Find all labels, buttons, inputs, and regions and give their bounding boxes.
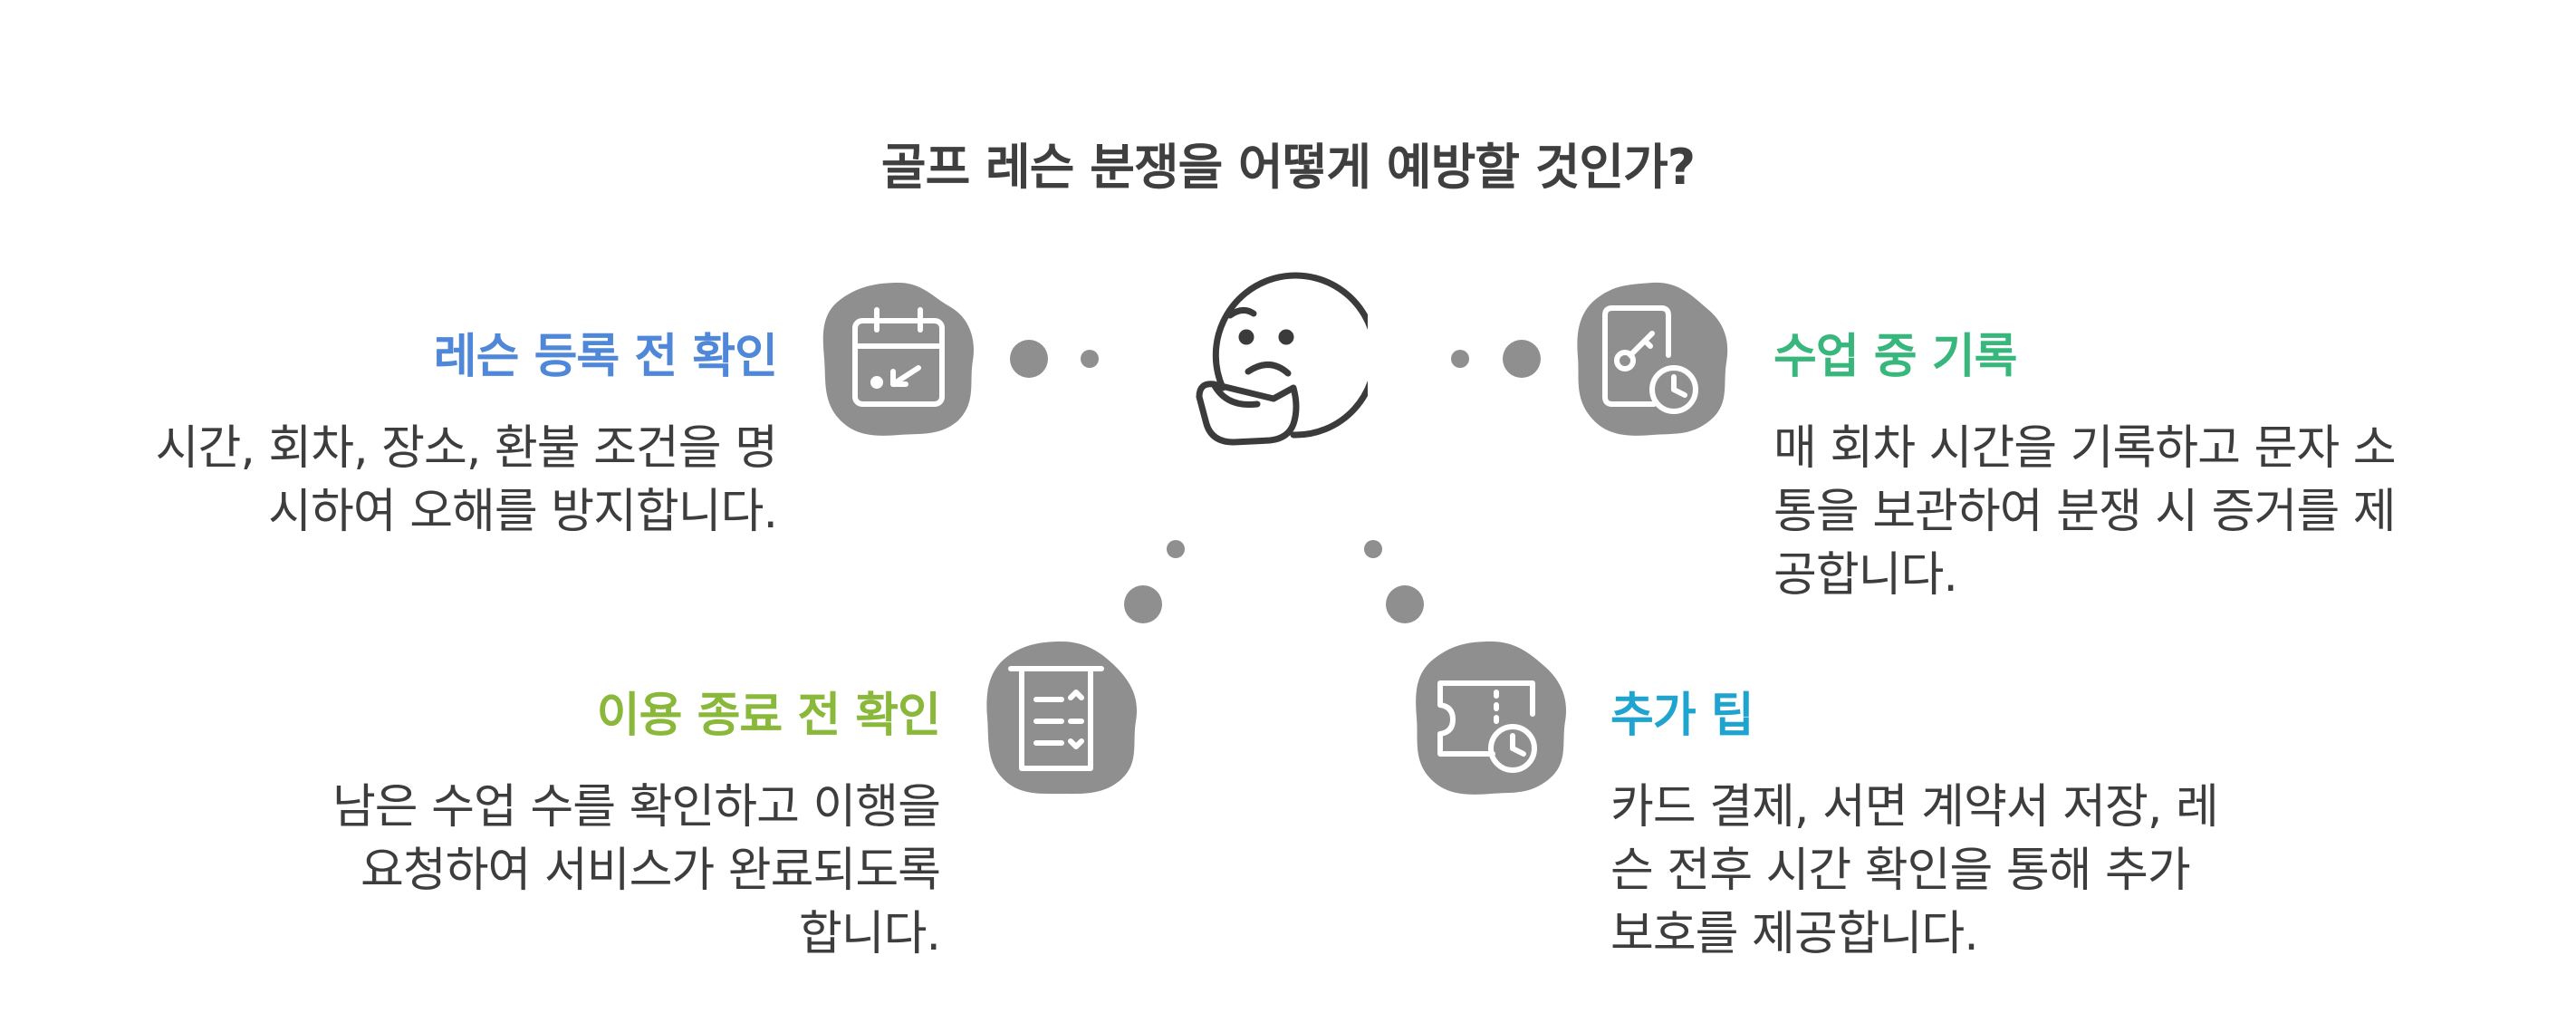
item-extra-tips: 추가 팁 카드 결제, 서면 계약서 저장, 레 슨 전후 시간 확인을 통해 … — [1610, 687, 2353, 966]
thinking-face-icon — [1196, 272, 1368, 446]
connector-dot — [1124, 585, 1162, 623]
receipt-list-icon — [1008, 666, 1104, 771]
item-text: 시간, 회차, 장소, 환불 조건을 명 시하여 오해를 방지합니다. — [155, 421, 778, 539]
calendar-blob — [822, 283, 974, 436]
phone-clock-icon — [1602, 305, 1698, 414]
receipt-blob — [986, 642, 1138, 795]
item-heading: 이용 종료 전 확인 — [596, 689, 941, 743]
ticket-blob — [1416, 642, 1567, 795]
diagram-title: 골프 레슨 분쟁을 어떻게 예방할 것인가? — [880, 139, 1696, 196]
item-text: 카드 결제, 서면 계약서 저장, 레 슨 전후 시간 확인을 통해 추가 보호… — [1610, 780, 2219, 961]
item-heading: 레슨 등록 전 확인 — [433, 330, 778, 384]
calendar-check-icon — [852, 307, 945, 407]
connector-dot — [1081, 350, 1099, 368]
item-text: 매 회차 시간을 기록하고 문자 소 통을 보관하여 분쟁 시 증거를 제 공합… — [1773, 421, 2397, 603]
item-completion: 이용 종료 전 확인 남은 수업 수를 확인하고 이행을 요청하여 서비스가 완… — [216, 687, 941, 966]
connector-dot — [1010, 340, 1048, 378]
connector-dot — [1451, 350, 1469, 368]
connector-dot — [1167, 540, 1185, 558]
item-heading: 추가 팁 — [1610, 689, 1754, 743]
ticket-clock-icon — [1437, 680, 1537, 773]
connector-dot — [1503, 340, 1541, 378]
connector-dot — [1386, 585, 1424, 623]
item-text: 남은 수업 수를 확인하고 이행을 요청하여 서비스가 완료되도록 합니다. — [332, 780, 941, 961]
item-recording: 수업 중 기록 매 회차 시간을 기록하고 문자 소 통을 보관하여 분쟁 시 … — [1773, 328, 2516, 607]
item-registration: 레슨 등록 전 확인 시간, 회차, 장소, 환불 조건을 명 시하여 오해를 … — [53, 328, 778, 544]
connector-dot — [1364, 540, 1382, 558]
phone-clock-blob — [1577, 282, 1728, 436]
item-heading: 수업 중 기록 — [1773, 330, 2017, 384]
